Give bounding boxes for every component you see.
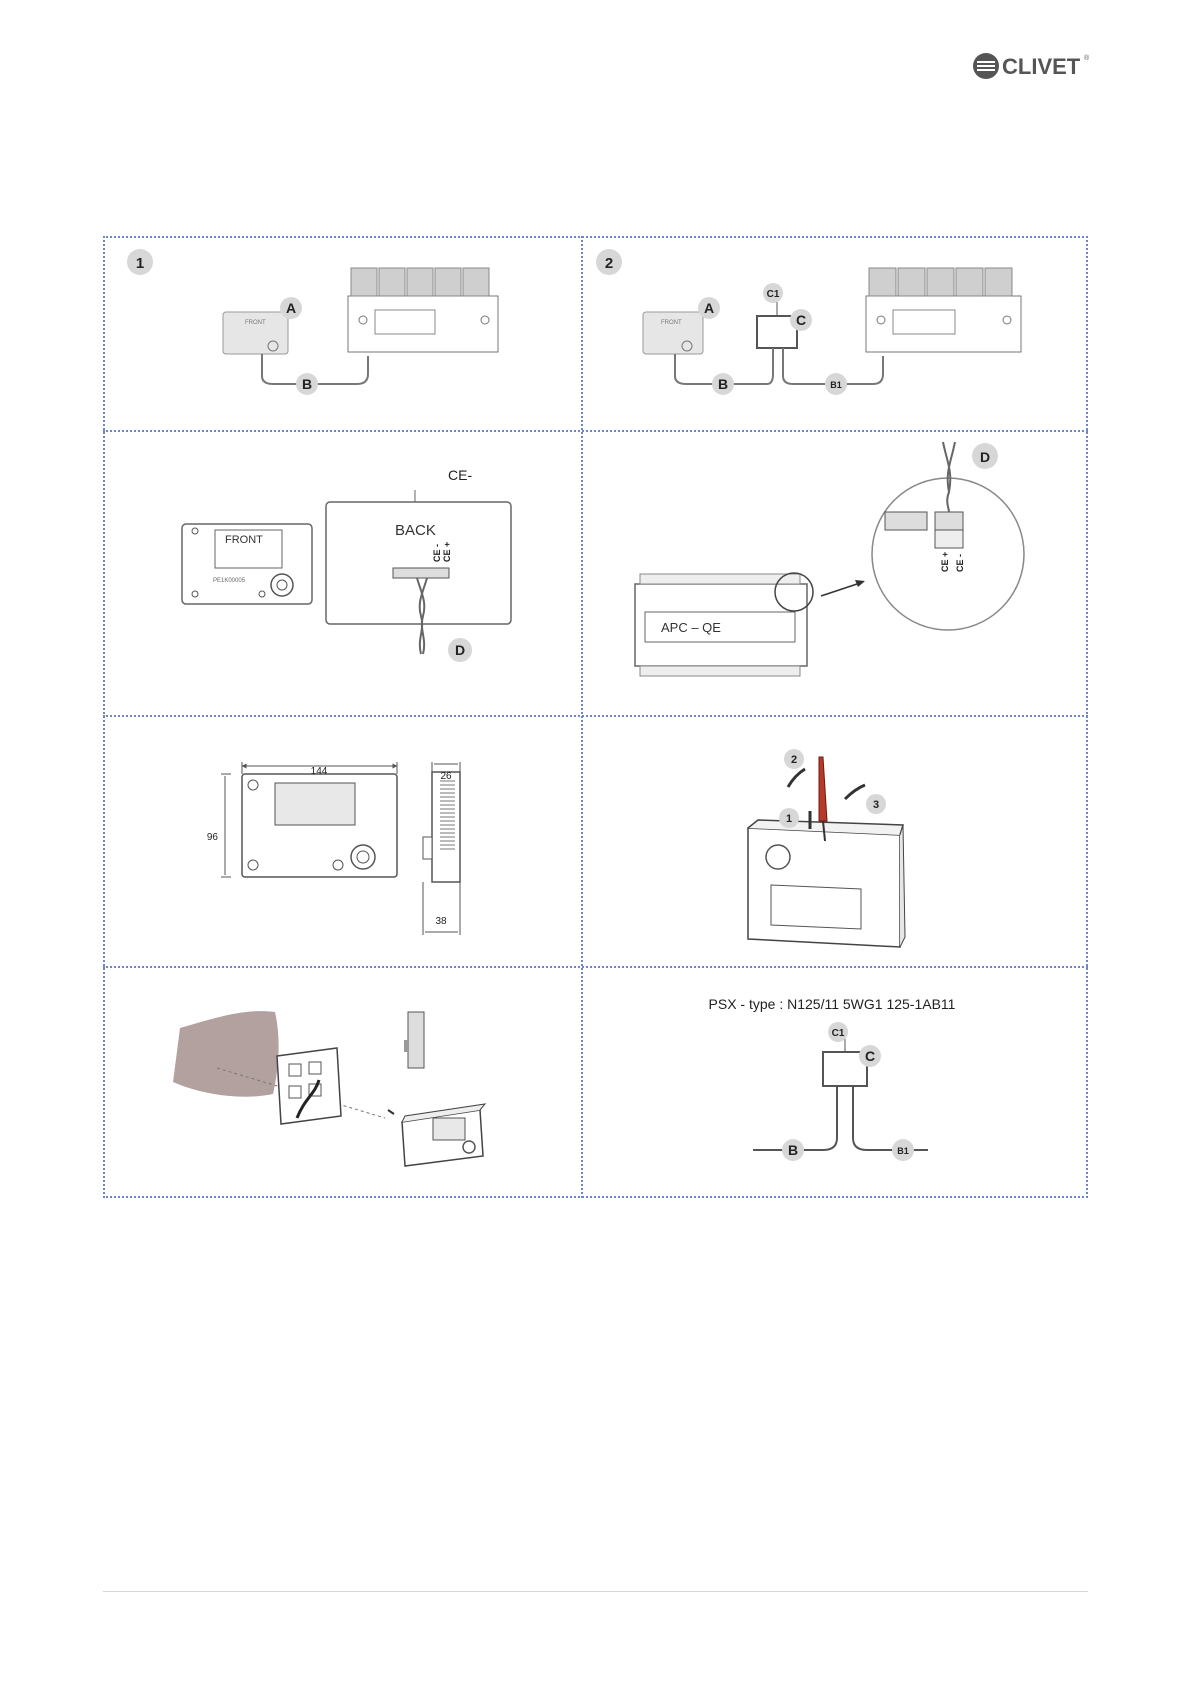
svg-text:1: 1 xyxy=(786,813,792,825)
svg-text:APC – QE: APC – QE xyxy=(661,620,721,635)
svg-text:CE +: CE + xyxy=(442,542,452,562)
panel-1-connection-diagram: 1 FRONT A B xyxy=(105,238,580,428)
svg-text:96: 96 xyxy=(207,832,219,843)
svg-text:A: A xyxy=(704,300,714,316)
svg-text:B1: B1 xyxy=(897,1146,909,1156)
svg-text:FRONT: FRONT xyxy=(661,320,682,326)
svg-text:C: C xyxy=(865,1048,875,1064)
svg-text:CE +: CE + xyxy=(940,552,950,572)
svg-text:CLIVET: CLIVET xyxy=(1002,54,1081,79)
chiller-unit xyxy=(348,268,498,352)
step-number: 2 xyxy=(605,255,613,272)
panel-6-opening-steps: 2 1 3 xyxy=(583,717,1086,965)
svg-text:A: A xyxy=(286,300,296,316)
svg-text:B: B xyxy=(718,376,728,392)
ce-minus-label: CE- xyxy=(448,467,472,483)
svg-text:C1: C1 xyxy=(767,289,780,300)
svg-text:B1: B1 xyxy=(830,380,842,390)
svg-text:FRONT: FRONT xyxy=(245,320,266,326)
panel-3-front-back-wiring: FRONT PE1K00005 BACK CE - CE + D xyxy=(105,432,580,714)
panel-7-wall-mounting xyxy=(105,968,580,1196)
wall-surface xyxy=(173,1011,279,1097)
remote-controller xyxy=(643,312,703,354)
svg-text:PE1K00005: PE1K00005 xyxy=(213,578,246,584)
svg-text:D: D xyxy=(980,449,990,465)
panel-2-connection-diagram: 2 FRONT A C1 C B B1 xyxy=(583,238,1086,428)
svg-text:CE -: CE - xyxy=(432,544,442,562)
svg-text:C: C xyxy=(796,312,806,328)
svg-text:®: ® xyxy=(1084,54,1090,62)
svg-text:26: 26 xyxy=(440,771,452,782)
svg-text:38: 38 xyxy=(435,916,447,927)
svg-text:3: 3 xyxy=(873,799,879,811)
svg-text:144: 144 xyxy=(311,766,328,777)
step-number: 1 xyxy=(136,255,144,272)
panel-5-dimensions: 144 96 26 38 xyxy=(105,717,580,965)
clivet-logo: CLIVET ® xyxy=(972,50,1092,82)
svg-text:B: B xyxy=(302,376,312,392)
svg-text:D: D xyxy=(455,642,465,658)
svg-text:C1: C1 xyxy=(832,1028,845,1039)
chiller-unit xyxy=(866,268,1021,352)
svg-text:BACK: BACK xyxy=(395,522,436,539)
svg-text:B: B xyxy=(788,1142,798,1158)
svg-text:2: 2 xyxy=(791,754,797,766)
remote-back-view xyxy=(326,502,511,624)
svg-text:CE -: CE - xyxy=(955,554,965,572)
panel-4-board-wiring: APC – QE CE + CE - D xyxy=(583,432,1086,714)
footer-divider xyxy=(103,1591,1088,1592)
panel-8-power-supply: C1 C B B1 xyxy=(583,968,1086,1196)
remote-controller xyxy=(223,312,288,354)
svg-text:FRONT: FRONT xyxy=(225,534,263,546)
